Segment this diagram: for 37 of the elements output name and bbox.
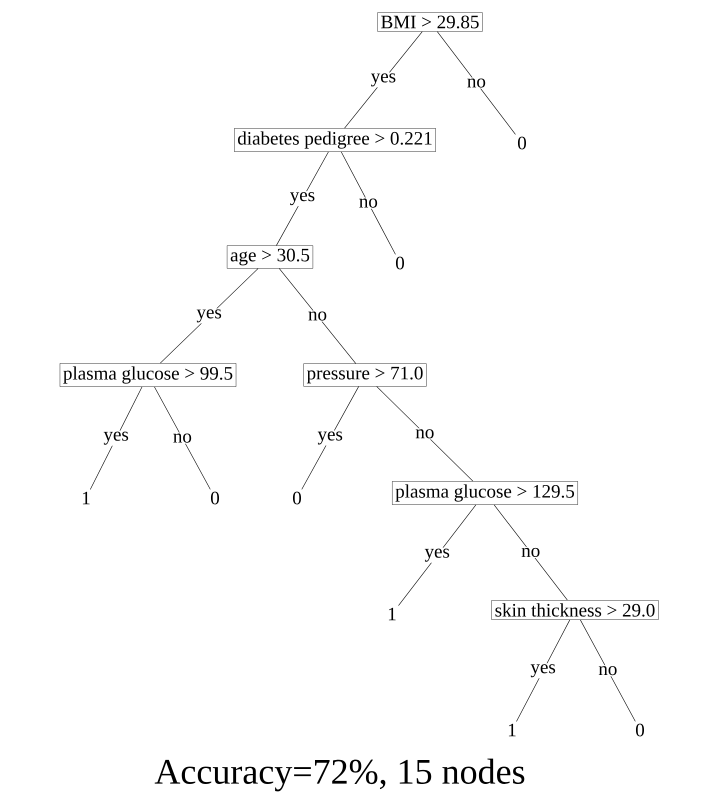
branch-line: [580, 620, 636, 722]
leaf-label: 1: [388, 608, 396, 620]
leaf-label: 0: [210, 492, 220, 504]
decision-box: BMI > 29.85: [377, 12, 483, 32]
branch-line: [340, 152, 396, 255]
edge-label: no: [598, 666, 617, 676]
branch-line: [376, 386, 474, 482]
edge-label: yes: [530, 664, 556, 678]
leaf-label: 0: [396, 256, 404, 270]
leaf-label: 0: [636, 724, 644, 736]
decision-box: plasma glucose > 99.5: [60, 363, 236, 387]
caption: Accuracy=72%, 15 nodes: [154, 758, 524, 792]
branch-line: [494, 504, 568, 600]
edge-label: no: [522, 548, 540, 558]
branch-line: [279, 268, 356, 364]
edge-label: yes: [370, 73, 396, 86]
edge-label: no: [467, 78, 486, 88]
leaf-label: 1: [508, 724, 516, 736]
edge-label: yes: [196, 309, 222, 322]
edge-label: no: [173, 434, 192, 443]
decision-box: age > 30.5: [226, 245, 314, 269]
leaf-label: 0: [292, 492, 302, 504]
leaf-label: 0: [518, 136, 526, 150]
edge-label: no: [359, 198, 378, 208]
edge-label: yes: [318, 431, 342, 444]
branch-line: [437, 31, 516, 135]
decision-box: plasma glucose > 129.5: [392, 481, 578, 505]
branch-line: [154, 386, 211, 490]
edge-label: yes: [290, 192, 314, 206]
edge-label: yes: [104, 432, 128, 445]
decision-box: diabetes pedigree > 0.221: [234, 128, 436, 152]
leaf-label: 1: [82, 492, 90, 504]
decision-box: pressure > 71.0: [303, 363, 427, 387]
edge-label: no: [416, 429, 434, 438]
edge-label: no: [308, 311, 326, 321]
edge-label: yes: [424, 548, 450, 562]
decision-box: skin thickness > 29.0: [492, 600, 658, 620]
